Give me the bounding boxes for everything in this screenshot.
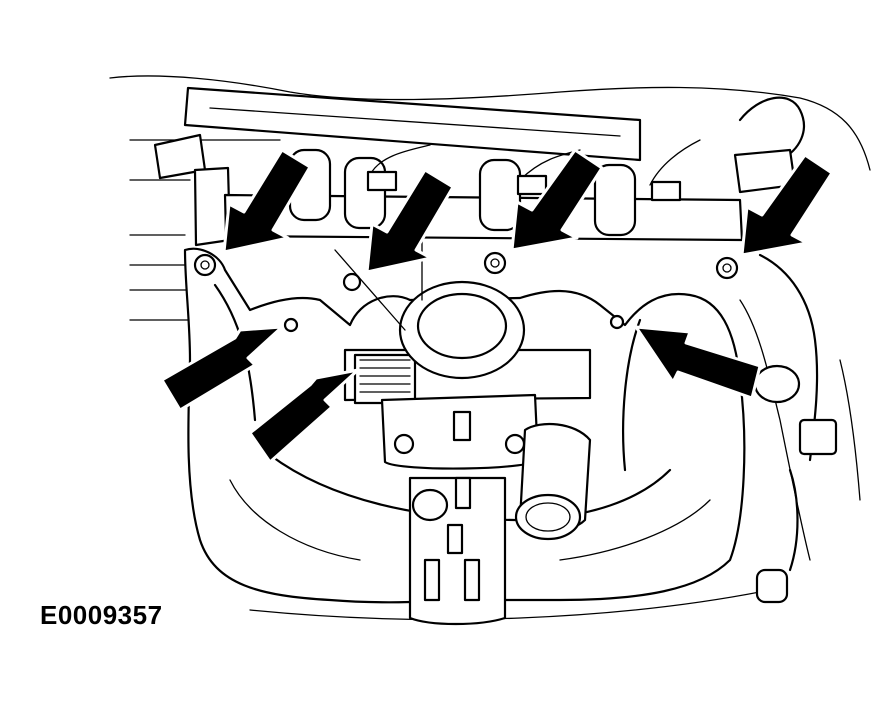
throttle-body-assembly [343,280,592,470]
bolt-3 [483,251,507,275]
wiring-harness-right [733,96,838,604]
injector-row [223,139,744,242]
hose-left [153,133,232,247]
bolt-2 [342,272,362,292]
coolant-pipe-end [514,493,582,541]
bolt-5 [283,317,299,333]
arrow-icon [510,148,604,252]
arrow-icon [740,153,834,257]
stud-1 [454,476,472,510]
sensor-plug [755,568,789,604]
bolt-6 [609,314,625,330]
throttle-cable-bracket [353,353,417,405]
stud-4 [463,558,481,602]
connector-1 [366,170,398,192]
engine-background [109,75,871,621]
figure-code: E0009357 [40,600,163,630]
wire-connector [798,418,838,456]
bolt-4 [715,256,739,280]
fuel-rail [183,86,642,162]
throttle-bolt-left [393,433,415,455]
arrow-icon [365,168,455,274]
throttle-tab [452,410,472,442]
stud-3 [423,558,441,602]
arrow-icon [222,148,312,254]
injector-2 [343,156,387,230]
stud-2 [446,523,464,555]
connector-2 [516,174,548,196]
bolt-1 [193,253,217,277]
connector-3 [650,180,682,202]
throttle-bolt-right [504,433,526,455]
sensor-cap [753,364,801,404]
lower-bracket [408,476,507,626]
coolant-pipe [514,423,592,541]
injector-4 [593,163,637,237]
arrow-icon [634,325,762,400]
manifold-bolts [193,251,739,333]
leader-line [334,249,406,331]
callout-arrows [160,148,834,464]
arrow-icon [248,368,360,464]
arrow-icon [160,325,284,412]
